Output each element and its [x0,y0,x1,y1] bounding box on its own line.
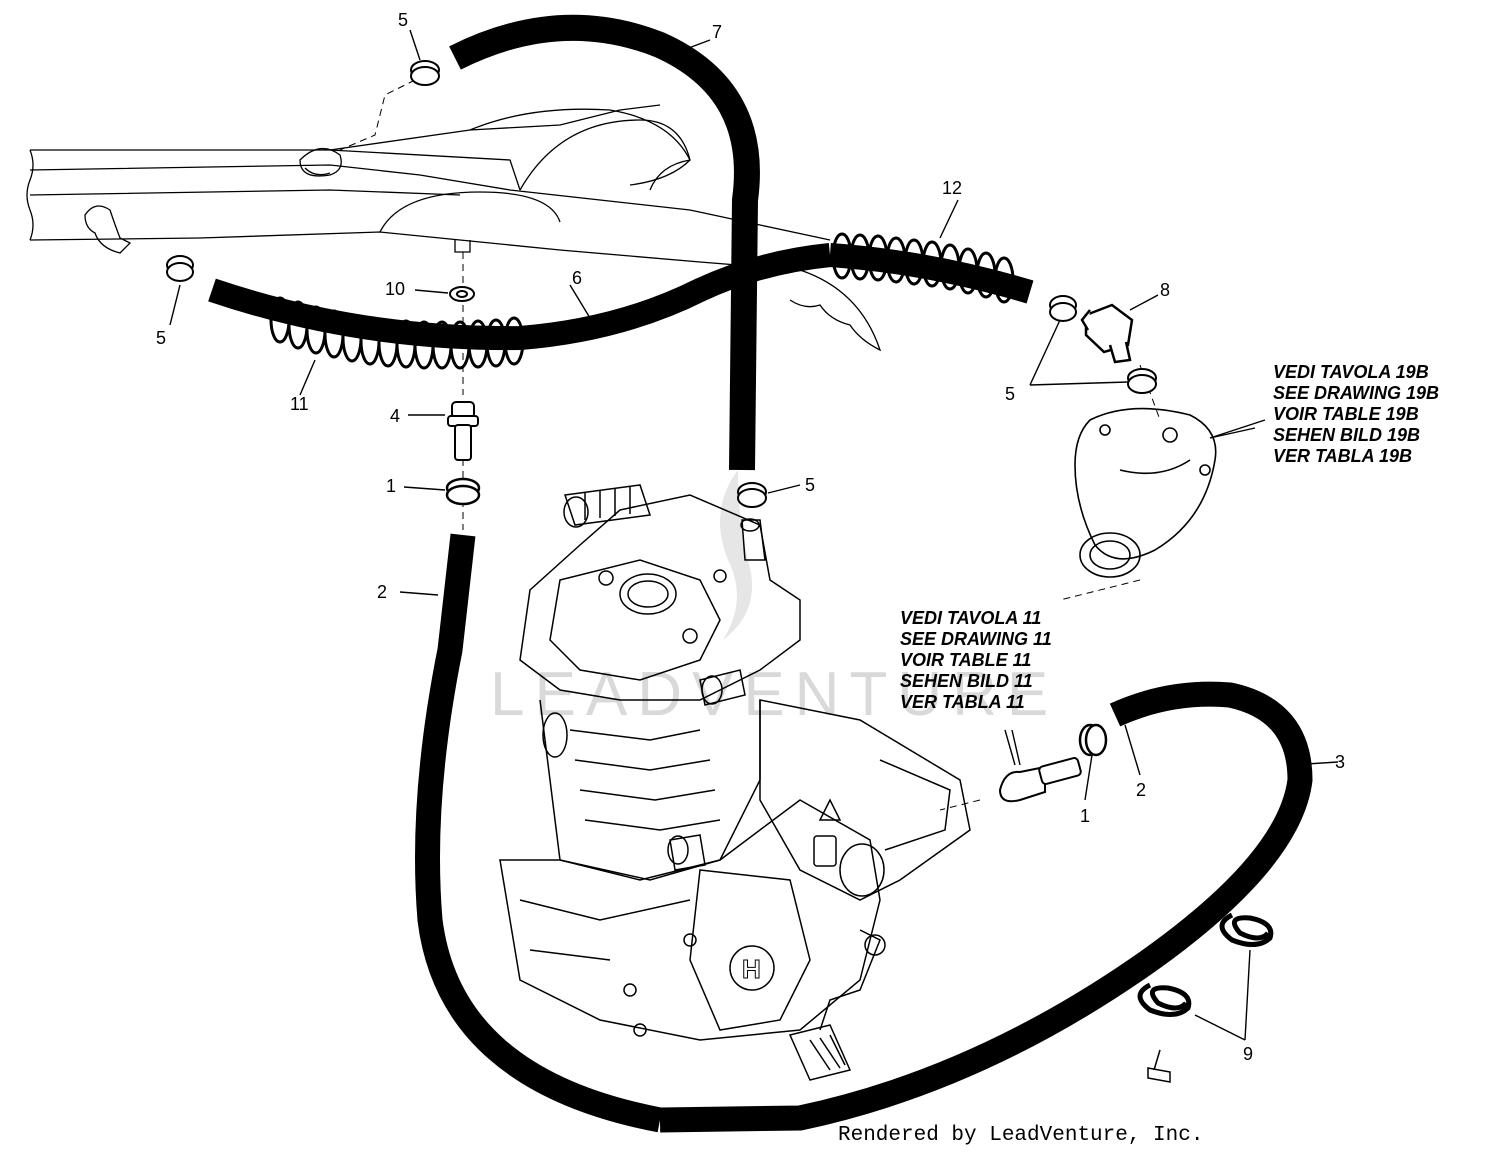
ref-11-it: VEDI TAVOLA 11 [900,608,1041,628]
ref-11-en: SEE DRAWING 11 [900,629,1052,649]
callout-3: 3 [1335,752,1345,772]
reference-note-11: VEDI TAVOLA 11 SEE DRAWING 11 VOIR TABLE… [900,608,1052,712]
callout-1: 1 [386,476,396,496]
callout-2: 2 [1136,780,1146,800]
callout-12: 12 [942,178,962,198]
washer-10-icon [449,286,475,302]
spiral-guard-11 [269,296,525,370]
hose-clamp-icon [166,60,1157,508]
ref-19b-en: SEE DRAWING 19B [1273,383,1439,403]
ref-19b-it: VEDI TAVOLA 19B [1273,362,1429,382]
spiral-guard-12 [831,232,1015,304]
callout-8: 8 [1160,280,1170,300]
callout-2: 2 [377,582,387,602]
callout-5: 5 [156,328,166,348]
hose-3 [659,681,1313,1133]
ref-11-es: VER TABLA 11 [900,692,1025,712]
callout-numbers: 5 7 12 10 6 8 5 5 11 4 1 5 2 3 2 1 9 [156,10,1345,1064]
callout-1: 1 [1080,806,1090,826]
ref-19b-fr: VOIR TABLE 19B [1273,404,1419,424]
frame-outline [26,104,882,352]
screw-icon [1147,1049,1171,1083]
callout-5: 5 [805,475,815,495]
ref-11-de: SEHEN BILD 11 [900,671,1033,691]
hose-7 [449,14,760,471]
engine-assembly: H [499,484,971,1081]
callout-9: 9 [1243,1044,1253,1064]
ref-11-fr: VOIR TABLE 11 [900,650,1031,670]
svg-text:H: H [742,954,761,984]
callout-5: 5 [398,10,408,30]
callout-11: 11 [290,394,309,414]
dashed-leaders [339,79,1161,811]
callout-7: 7 [712,22,722,42]
callout-10: 10 [385,279,405,299]
ref-19b-es: VER TABLA 19B [1273,446,1412,466]
breather-fitting-icon [998,757,1082,803]
leader-lines [169,29,1339,1041]
callout-6: 6 [572,268,582,288]
hose-6 [208,243,832,351]
reference-note-19b: VEDI TAVOLA 19B SEE DRAWING 19B VOIR TAB… [1273,362,1439,466]
clamp-1-icon [445,477,1108,757]
hose-clip-9-icon [1137,912,1274,1017]
callout-4: 4 [390,406,400,426]
callout-5: 5 [1005,384,1015,404]
ref-19b-de: SEHEN BILD 19B [1273,425,1420,445]
airbox-cover [1074,407,1217,578]
fitting-4-icon [447,401,479,461]
hose-2 [415,533,663,1133]
elbow-connector-8-icon [1080,303,1134,364]
footer-credit: Rendered by LeadVenture, Inc. [838,1124,1204,1147]
